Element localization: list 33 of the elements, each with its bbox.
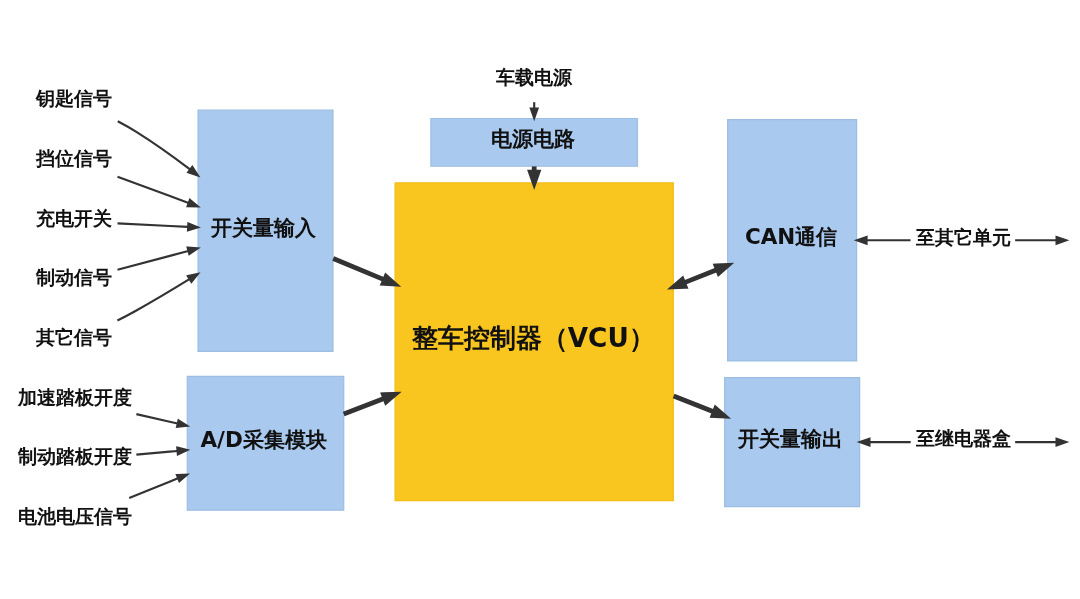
node-text: 制动信号 [36,265,113,289]
arrow [672,393,732,419]
arrow [1015,436,1070,447]
arrow [136,412,191,428]
node-text: 充电开关 [36,206,113,230]
node-text: 其它信号 [36,325,113,349]
arrow [136,445,191,456]
arrow [117,175,201,207]
node-box: 开关量输出 [724,376,861,507]
arrow [128,472,191,499]
node-text: 制动踏板开度 [17,444,132,468]
node-text: 至其它单元 [915,225,1011,249]
node-box: 电源电路 [430,117,639,167]
arrow [856,436,911,447]
arrow [116,271,201,322]
node-text: 车载电源 [495,65,572,89]
node-text: 挡位信号 [36,146,113,170]
node-box: 整车控制器（VCU） [394,181,674,501]
node-box: 开关量输入 [197,109,334,352]
arrow [117,221,201,232]
arrow [853,234,911,245]
arrow [117,245,201,271]
arrow [117,119,201,177]
arrow [342,391,402,416]
arrow [666,262,735,290]
node-text: 至继电器盒 [915,426,1011,450]
node-box: A/D采集模块 [186,375,345,511]
node-box: CAN通信 [727,118,858,361]
arrow [1015,234,1070,245]
arrow [332,255,402,287]
node-text: 加速踏板开度 [17,385,132,409]
node-text: 钥匙信号 [36,86,113,110]
node-text: 电池电压信号 [17,504,132,528]
